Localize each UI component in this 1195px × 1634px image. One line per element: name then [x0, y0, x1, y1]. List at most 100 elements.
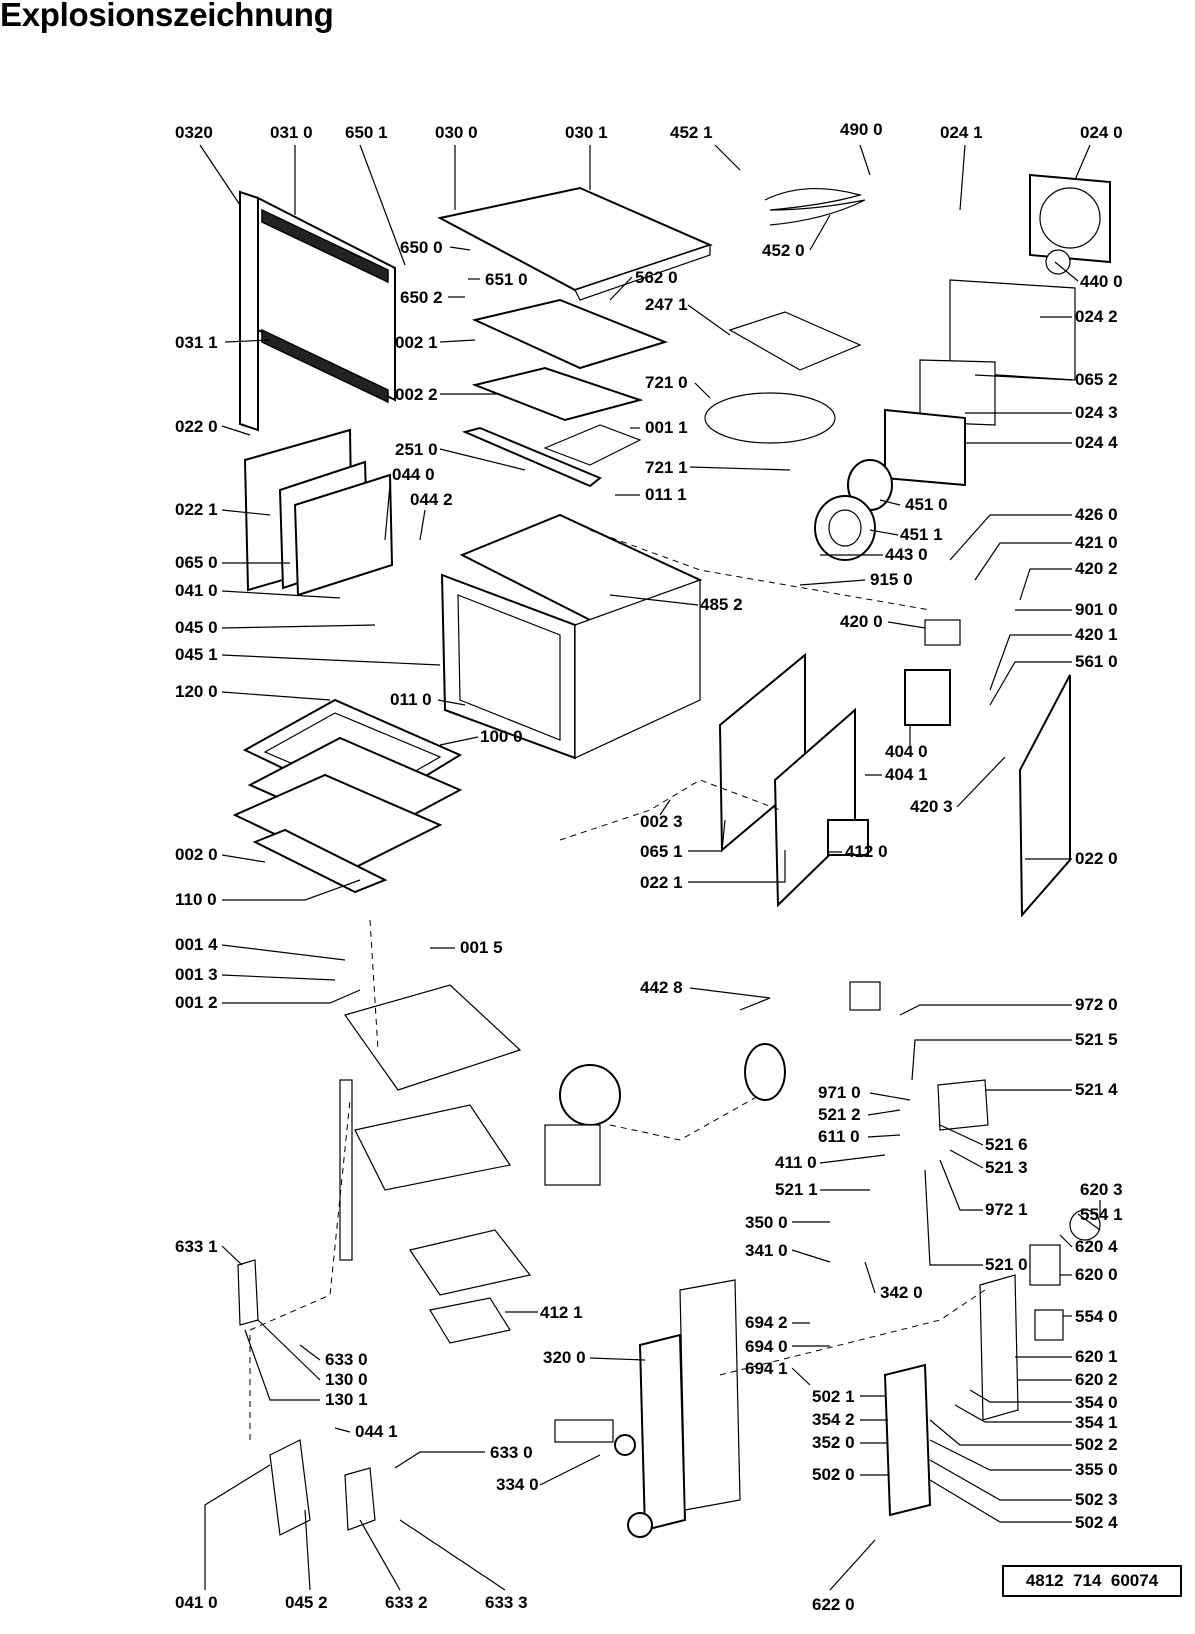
leader-line-l71	[867, 1109, 901, 1116]
leader-line-l37	[974, 542, 1072, 581]
part-label-l50: 011 0	[390, 690, 432, 709]
leader-line-l111	[204, 1464, 271, 1590]
part-bracket-5214	[937, 1079, 989, 1131]
part-board-5020	[883, 1363, 932, 1517]
part-label-l43: 901 0	[1075, 600, 1118, 619]
part-label-l55: 002 3	[640, 812, 683, 831]
part-side-panel	[257, 196, 396, 402]
part-label-l37: 421 0	[1075, 533, 1118, 552]
part-label-l47: 045 1	[175, 645, 218, 664]
page-title: Explosionszeichnung	[0, 0, 334, 33]
leader-line-l98	[969, 1389, 1072, 1403]
leader-line-l107	[539, 1454, 601, 1486]
part-label-l61: 110 0	[175, 890, 217, 909]
part-label-l95: 620 1	[1075, 1347, 1118, 1366]
part-label-l16: 031 1	[175, 333, 218, 352]
part-label-l57: 412 0	[845, 842, 888, 861]
leader-line-l18	[687, 304, 731, 336]
part-label-l72: 611 0	[818, 1127, 860, 1146]
part-label-l23: 024 3	[1075, 403, 1118, 422]
dashed-line-d	[559, 779, 781, 841]
leader-line-l28	[689, 466, 791, 471]
leader-line-l81	[1059, 1234, 1073, 1248]
part-label-l22: 065 2	[1075, 370, 1118, 389]
part-label-l51: 100 0	[480, 727, 523, 746]
leader-line-l14	[809, 214, 831, 251]
part-hinge-0452	[269, 1439, 311, 1536]
leader-line-l75	[1077, 1213, 1101, 1231]
part-control-panel-3200	[638, 1333, 687, 1532]
part-label-l91: 694 0	[745, 1337, 788, 1356]
leader-line-l21	[694, 382, 711, 399]
part-label-l94: 694 1	[745, 1359, 788, 1378]
part-cavity-window	[457, 594, 561, 741]
part-label-l25: 001 1	[645, 418, 688, 437]
leader-line-l1	[199, 144, 241, 206]
part-label-l59: 022 0	[1075, 849, 1118, 868]
part-label-l108: 502 0	[812, 1465, 855, 1484]
part-label-l87: 412 1	[540, 1303, 583, 1322]
part-magnetron-4040	[904, 669, 951, 726]
part-fan-motor	[559, 1064, 621, 1126]
part-label-l15: 440 0	[1080, 272, 1123, 291]
leader-line-l96	[244, 1329, 320, 1401]
part-label-l48: 561 0	[1075, 652, 1118, 671]
leader-line-l100	[954, 1404, 1072, 1423]
part-label-l63: 001 5	[460, 938, 503, 957]
part-panel-0652	[919, 359, 996, 426]
leader-line-l45	[221, 624, 376, 629]
leader-line-l90	[299, 1344, 321, 1361]
part-base-bottom	[354, 1104, 511, 1191]
part-label-l66: 001 2	[175, 993, 218, 1012]
leader-line-l46	[989, 634, 1072, 691]
part-vent-strip-bottom	[261, 328, 389, 404]
leader-line-l57	[827, 820, 842, 853]
part-label-l70: 521 4	[1075, 1080, 1118, 1099]
part-label-l81: 620 4	[1075, 1237, 1118, 1256]
part-fan-wheel	[744, 1043, 786, 1101]
leader-line-l33	[221, 509, 271, 516]
part-label-l90: 633 0	[325, 1350, 368, 1369]
part-vent-strip-top	[261, 208, 389, 284]
leader-line-l83	[924, 1169, 983, 1266]
part-label-l110: 502 4	[1075, 1513, 1118, 1532]
part-panel-0650	[293, 473, 394, 597]
part-label-l78: 521 1	[775, 1180, 818, 1199]
part-label-l46: 420 1	[1075, 625, 1118, 644]
leader-line-l109	[929, 1459, 1072, 1501]
part-label-l28: 721 1	[645, 458, 688, 477]
part-label-l111: 041 0	[175, 1593, 218, 1612]
part-label-l38: 065 0	[175, 553, 218, 572]
part-label-l24: 022 0	[175, 417, 218, 436]
part-label-l67: 972 0	[1075, 995, 1118, 1014]
leader-line-l76	[819, 1154, 886, 1164]
part-label-l93: 320 0	[543, 1348, 586, 1367]
part-label-l98: 354 0	[1075, 1393, 1118, 1412]
leader-line-l48	[989, 661, 1072, 706]
part-label-l33: 022 1	[175, 500, 218, 519]
part-label-l1: 0320	[175, 123, 213, 142]
part-plate-0021	[471, 298, 669, 370]
part-top-cover-edge	[574, 244, 711, 301]
leader-line-l24	[221, 425, 251, 436]
part-label-l88: 694 2	[745, 1313, 788, 1332]
part-base-top	[344, 984, 522, 1091]
part-label-l21: 721 0	[645, 373, 688, 392]
dashed-line-c	[609, 1094, 761, 1141]
leader-line-l6	[714, 144, 741, 171]
part-label-l103: 502 2	[1075, 1435, 1118, 1454]
part-label-l56: 065 1	[640, 842, 683, 861]
part-label-l77: 521 3	[985, 1158, 1028, 1177]
leader-line-l92	[257, 1319, 321, 1381]
part-latch-6332	[344, 1467, 376, 1531]
leader-line-l49	[221, 691, 331, 701]
part-fan-4400	[1045, 249, 1071, 275]
part-label-l9: 024 0	[1080, 123, 1123, 142]
leader-line-l84	[791, 1249, 831, 1263]
leader-line-l56	[688, 819, 726, 852]
part-label-l45: 045 0	[175, 618, 218, 637]
leader-line-l41	[221, 590, 341, 599]
leader-line-l114	[399, 1519, 506, 1591]
part-label-l32: 011 1	[645, 485, 687, 504]
part-label-l85: 620 0	[1075, 1265, 1118, 1284]
